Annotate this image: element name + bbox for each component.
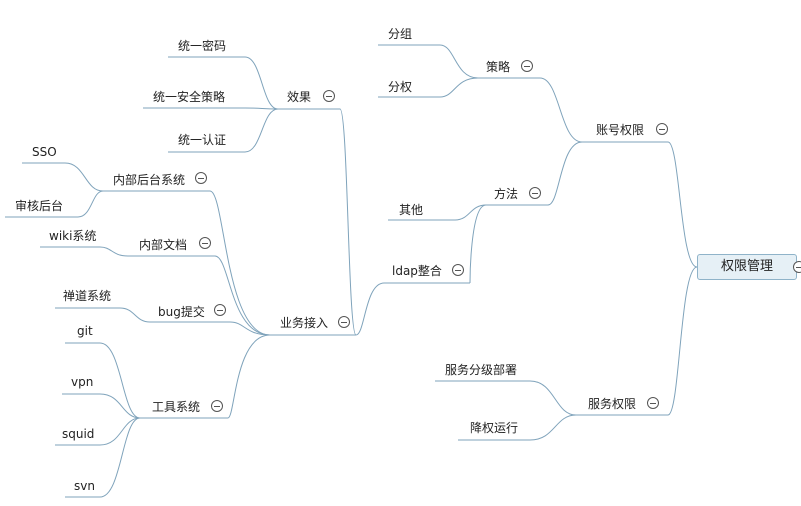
topic-service-perm[interactable]: 服务权限: [588, 397, 637, 411]
topic-sso[interactable]: SSO: [32, 145, 57, 159]
service-perm-collapse-icon[interactable]: [647, 397, 659, 409]
internal-backend-collapse-icon[interactable]: [195, 172, 207, 184]
edge-account-strategy: [539, 77, 583, 143]
strategy-collapse-icon[interactable]: [521, 60, 533, 72]
root-collapse-icon[interactable]: [793, 261, 801, 273]
edge-effect-auth: [244, 108, 279, 153]
topic-vpn[interactable]: vpn: [71, 375, 94, 389]
topic-group[interactable]: 分组: [388, 27, 413, 41]
business-collapse-icon[interactable]: [338, 316, 350, 328]
edge-business-tools: [227, 334, 271, 419]
edge-effect-pwd: [244, 56, 279, 110]
topic-internal-backend[interactable]: 内部后台系统: [113, 173, 186, 187]
edge-strategy-group: [439, 44, 479, 79]
edge-docs-wiki: [99, 246, 129, 257]
edge-method-other: [454, 204, 487, 221]
topic-unified-auth[interactable]: 统一认证: [178, 133, 227, 147]
edge-tools-vpn: [99, 393, 141, 419]
topic-effect[interactable]: 效果: [287, 90, 312, 104]
edge-bug-zentao: [119, 307, 151, 323]
edge-business-docs: [214, 255, 271, 336]
internal-docs-collapse-icon[interactable]: [199, 237, 211, 249]
tools-collapse-icon[interactable]: [211, 400, 223, 412]
edge-method-ldap: [469, 204, 487, 284]
edge-strategy-authorize: [439, 77, 479, 98]
topic-authorize[interactable]: 分权: [388, 80, 413, 94]
topic-strategy[interactable]: 策略: [486, 60, 511, 74]
edge-account-method: [547, 141, 583, 206]
account-perm-collapse-icon[interactable]: [656, 123, 668, 135]
edge-tools-git: [99, 342, 141, 419]
edge-business-bug: [229, 321, 271, 336]
edge-tools-svn: [99, 417, 141, 498]
edge-root-account: [667, 141, 698, 268]
topic-zentao[interactable]: 禅道系统: [63, 289, 112, 303]
topic-wiki[interactable]: wiki系统: [49, 229, 97, 243]
effect-collapse-icon[interactable]: [323, 90, 335, 102]
root-topic[interactable]: 权限管理: [697, 254, 797, 280]
topic-svn[interactable]: svn: [74, 479, 95, 493]
topic-account-perm[interactable]: 账号权限: [596, 123, 645, 137]
edge-service-tiered: [529, 380, 577, 416]
edge-ldap-business: [355, 282, 385, 336]
edge-service-reduced: [529, 414, 577, 441]
edge-tools-squid: [99, 417, 141, 446]
edge-business-internal: [209, 190, 271, 336]
edge-business-effect: [339, 108, 357, 336]
topic-business[interactable]: 业务接入: [280, 316, 329, 330]
ldap-collapse-icon[interactable]: [452, 264, 464, 276]
edge-effect-sec: [244, 107, 279, 110]
topic-bug-submit[interactable]: bug提交: [158, 305, 205, 319]
topic-method[interactable]: 方法: [494, 187, 519, 201]
topic-unified-security[interactable]: 统一安全策略: [153, 90, 226, 104]
topic-reduced-run[interactable]: 降权运行: [470, 421, 519, 435]
topic-tools[interactable]: 工具系统: [152, 400, 201, 414]
topic-audit-backend[interactable]: 审核后台: [15, 199, 64, 213]
topic-git[interactable]: git: [77, 324, 93, 338]
topic-tiered-deploy[interactable]: 服务分级部署: [445, 363, 518, 377]
edge-internal-audit: [77, 190, 104, 218]
topic-ldap[interactable]: ldap整合: [392, 264, 442, 278]
method-collapse-icon[interactable]: [529, 187, 541, 199]
edge-root-service: [667, 266, 698, 416]
bug-submit-collapse-icon[interactable]: [214, 304, 226, 316]
topic-internal-docs[interactable]: 内部文档: [139, 238, 188, 252]
topic-other[interactable]: 其他: [399, 203, 424, 217]
topic-unified-pwd[interactable]: 统一密码: [178, 39, 227, 53]
topic-squid[interactable]: squid: [62, 427, 95, 441]
edge-internal-sso: [64, 162, 104, 192]
